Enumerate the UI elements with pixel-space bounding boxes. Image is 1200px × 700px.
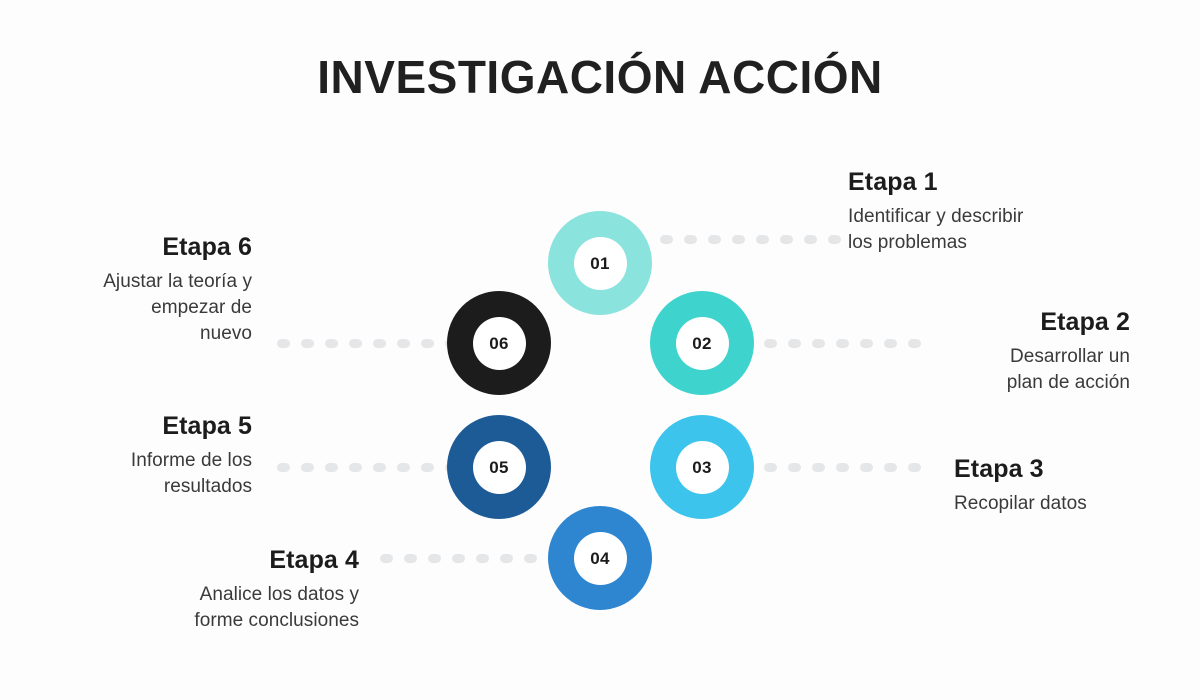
step-heading-5: Etapa 5 <box>162 412 252 440</box>
step-description-5-line-2: resultados <box>163 475 252 497</box>
step-number-3: 03 <box>692 457 712 477</box>
step-heading-4: Etapa 4 <box>269 546 359 574</box>
step-node-3-hub: 03 <box>675 440 729 494</box>
step-heading-6: Etapa 6 <box>162 233 252 261</box>
step-label-2: Etapa 2 Desarrollar un plan de acción <box>838 305 1130 396</box>
step-description-1-line-1: Identificar y describir <box>848 205 1024 227</box>
step-description-2-line-2: plan de acción <box>1006 371 1130 393</box>
step-description-6-line-2: empezar de <box>151 296 252 318</box>
step-label-3: Etapa 3 Recopilar datos <box>954 452 1194 517</box>
step-description-6-line-3: nuevo <box>199 322 252 344</box>
step-node-1[interactable]: 01 <box>548 211 652 315</box>
step-description-3-line-1: Recopilar datos <box>954 492 1087 514</box>
step-node-3[interactable]: 03 <box>650 415 754 519</box>
connector-step-2 <box>764 338 921 348</box>
connector-step-4 <box>380 553 561 563</box>
step-node-5-hub: 05 <box>472 440 526 494</box>
step-heading-2: Etapa 2 <box>1040 308 1130 336</box>
step-node-6-hub: 06 <box>472 316 526 370</box>
step-number-2: 02 <box>692 333 712 353</box>
step-description-4-line-1: Analice los datos y <box>199 583 359 605</box>
connector-step-3 <box>764 462 921 472</box>
page-title: INVESTIGACIÓN ACCIÓN <box>317 51 883 103</box>
step-label-6: Etapa 6 Ajustar la teoría y empezar de n… <box>10 230 252 347</box>
step-heading-3: Etapa 3 <box>954 455 1044 483</box>
step-number-4: 04 <box>590 548 610 568</box>
step-description-2-line-1: Desarrollar un <box>1009 345 1130 367</box>
step-node-2[interactable]: 02 <box>650 291 754 395</box>
step-number-6: 06 <box>489 333 509 353</box>
step-description-6-line-1: Ajustar la teoría y <box>103 270 252 292</box>
step-node-6[interactable]: 06 <box>447 291 551 395</box>
step-node-2-hub: 02 <box>675 316 729 370</box>
step-description-1-line-2: los problemas <box>848 231 967 253</box>
step-node-4[interactable]: 04 <box>548 506 652 610</box>
step-description-5-line-1: Informe de los <box>130 449 252 471</box>
step-node-1-hub: 01 <box>573 236 627 290</box>
step-label-1: Etapa 1 Identificar y describir los prob… <box>848 165 1138 256</box>
step-label-4: Etapa 4 Analice los datos y forme conclu… <box>70 543 359 634</box>
step-node-4-hub: 04 <box>573 531 627 585</box>
connector-step-5 <box>277 462 458 472</box>
step-label-5: Etapa 5 Informe de los resultados <box>10 409 252 500</box>
step-heading-1: Etapa 1 <box>848 168 938 196</box>
step-node-5[interactable]: 05 <box>447 415 551 519</box>
step-number-1: 01 <box>590 253 610 273</box>
step-description-4-line-2: forme conclusiones <box>194 609 359 631</box>
connector-step-1 <box>660 234 841 244</box>
step-number-5: 05 <box>489 457 509 477</box>
connector-step-6 <box>277 338 458 348</box>
